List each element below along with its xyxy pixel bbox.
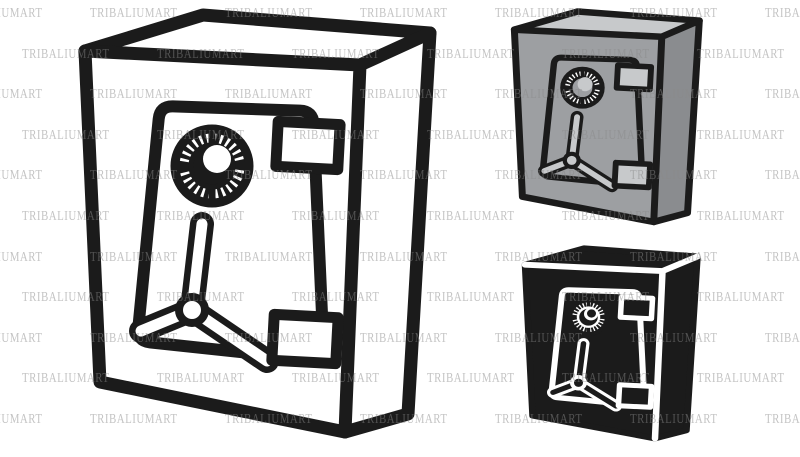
watermark-text: TRIBALIUMART bbox=[765, 6, 800, 21]
safe-large-outline bbox=[75, 10, 435, 442]
watermark-text: TRIBALIUMART bbox=[0, 412, 43, 427]
safe-black bbox=[520, 246, 700, 443]
watermark-text: TRIBALIUMART bbox=[697, 371, 785, 387]
watermark-text: TRIBALIUMART bbox=[0, 168, 43, 184]
safe-gray bbox=[509, 9, 702, 227]
watermark-text: TRIBALIUMART bbox=[427, 290, 515, 306]
watermark-text: TRIBALIUMART bbox=[697, 209, 785, 224]
watermark-text: TRIBALIUMART bbox=[427, 46, 515, 62]
watermark-text: TRIBALIUMART bbox=[765, 330, 800, 346]
watermark-text: TRIBALIUMART bbox=[765, 249, 800, 265]
watermark-text: TRIBALIUMART bbox=[697, 290, 785, 306]
watermark-text: TRIBALIUMART bbox=[765, 412, 800, 427]
watermark-text: TRIBALIUMART bbox=[0, 249, 43, 265]
watermark-text: TRIBALIUMART bbox=[765, 168, 800, 184]
watermark-text: TRIBALIUMART bbox=[697, 127, 785, 143]
watermark-text: TRIBALIUMART bbox=[0, 87, 43, 103]
watermark-text: TRIBALIUMART bbox=[427, 127, 515, 143]
watermark-text: TRIBALIUMART bbox=[0, 6, 43, 21]
watermark-text: TRIBALIUMART bbox=[697, 46, 785, 62]
watermark-text: TRIBALIUMART bbox=[427, 371, 515, 387]
watermark-text: TRIBALIUMART bbox=[765, 87, 800, 103]
watermark-text: TRIBALIUMART bbox=[0, 330, 43, 346]
watermark-text: TRIBALIUMART bbox=[427, 209, 515, 224]
